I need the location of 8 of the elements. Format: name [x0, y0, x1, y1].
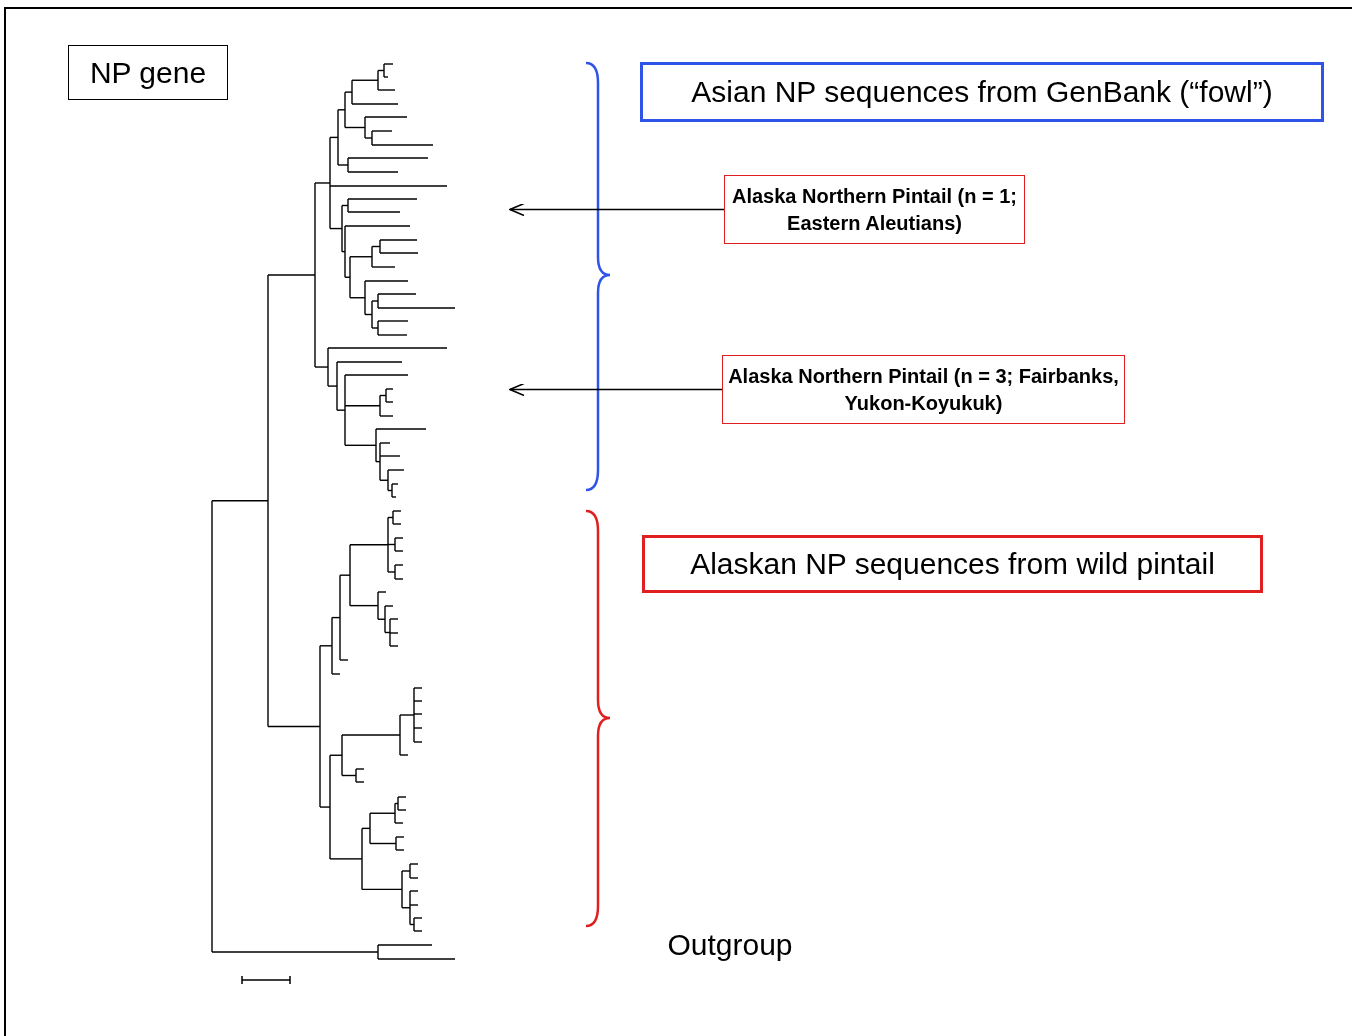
- arrow: [509, 382, 723, 397]
- arrow: [509, 202, 725, 217]
- annotation-box: Alaska Northern Pintail (n = 3; Fairbanks, Yukon-Koyukuk): [722, 355, 1125, 424]
- outgroup-label: Outgroup: [667, 928, 793, 962]
- group-label-box: Asian NP sequences from GenBank (“fowl”): [640, 62, 1324, 122]
- title-box: NP gene: [68, 45, 228, 100]
- group-label-box: Alaskan NP sequences from wild pintail: [642, 535, 1263, 593]
- annotation-box: Alaska Northern Pintail (n = 1; Eastern Aleutians): [724, 175, 1025, 244]
